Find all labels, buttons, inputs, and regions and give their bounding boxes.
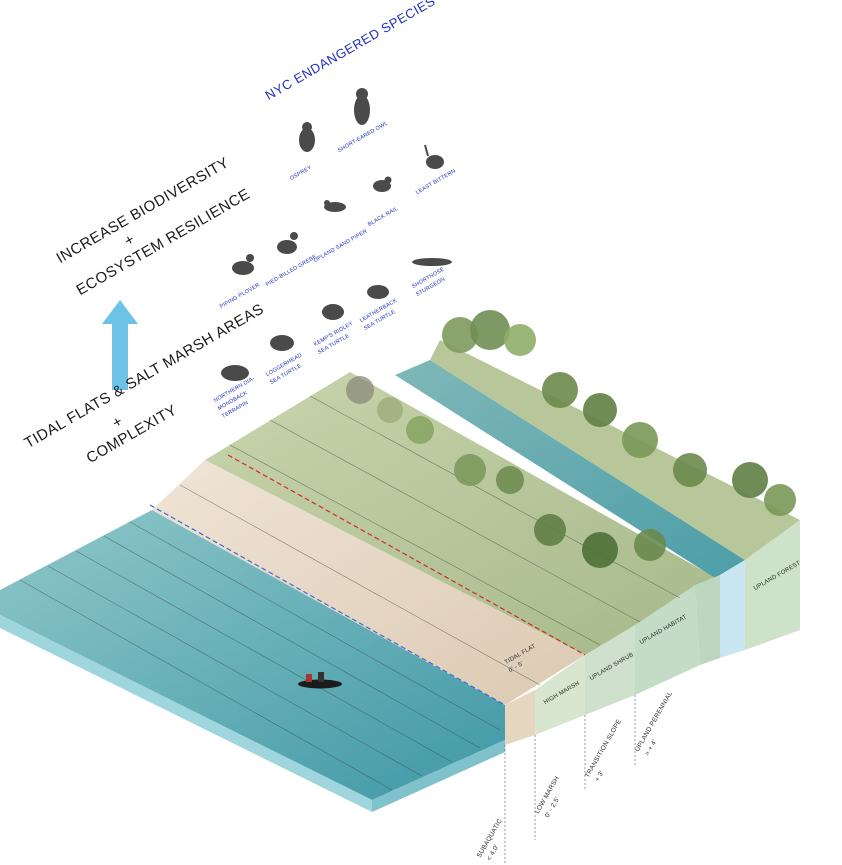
upland-ridge-surface (430, 340, 800, 560)
guide-lines (504, 695, 636, 865)
vegetation (346, 310, 796, 568)
boat (298, 672, 342, 689)
bay-water-surface (0, 510, 505, 800)
sand-beach-surface (152, 460, 585, 705)
cross-section-mid-slope (695, 575, 720, 665)
marsh-slope-surface (205, 372, 720, 655)
high-tide-line (227, 454, 586, 656)
cross-section-tidal-flat (505, 690, 535, 745)
water-front-face (0, 615, 372, 812)
tidal-channel (395, 360, 745, 578)
cross-section-channel (720, 560, 745, 658)
contour-lines (19, 395, 681, 791)
cross-section-upland-forest (745, 520, 800, 650)
water-side-face (372, 740, 505, 812)
mean-low-water-line (149, 504, 506, 706)
up-arrow-icon (102, 300, 138, 390)
cross-section-high-marsh (535, 655, 585, 735)
cross-section-upland-habitat (635, 585, 700, 695)
cross-section-upland-shrub (585, 625, 635, 715)
